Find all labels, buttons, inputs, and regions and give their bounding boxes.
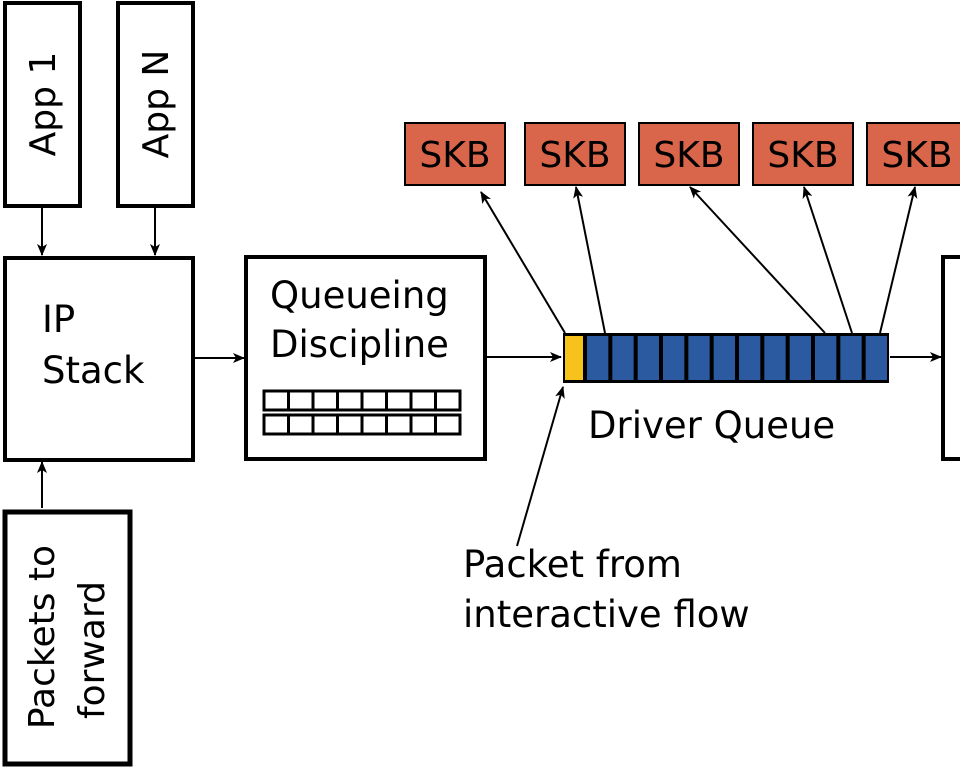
driver-queue [563, 333, 889, 383]
qdisc-cell [434, 389, 462, 412]
driver-queue-slot [587, 336, 609, 380]
qdisc-cell [336, 389, 364, 412]
app-n-box: App N [116, 1, 195, 208]
packets-to-forward-line2: forward [72, 581, 113, 719]
driver-queue-slot [764, 336, 786, 380]
skb-box: SKB [524, 122, 626, 186]
driver-queue-slot [612, 336, 634, 380]
driver-queue-slot [637, 336, 659, 380]
queueing-discipline-box: Queueing Discipline [244, 255, 487, 461]
skb-pointer-arrow [573, 186, 606, 334]
skb-box: SKB [404, 122, 506, 186]
app-1-box: App 1 [3, 1, 82, 208]
ip-stack-label-line2: Stack [42, 349, 145, 392]
nic-box-partial [941, 255, 960, 461]
qdisc-cell [262, 413, 290, 436]
qdisc-cell [336, 413, 364, 436]
qdisc-cell [385, 389, 413, 412]
qdisc-label-line1: Queueing [270, 274, 449, 317]
qdisc-cell [287, 413, 315, 436]
skb-box: SKB [752, 122, 854, 186]
skb-pointer-arrow [689, 186, 826, 334]
skb-label: SKB [653, 135, 724, 176]
annotation-line1: Packet from [463, 543, 682, 586]
skb-pointer-arrow [879, 186, 918, 334]
skb-box: SKB [638, 122, 740, 186]
annotation-line2: interactive flow [463, 593, 750, 636]
skb-label: SKB [881, 135, 952, 176]
skb-pointer-arrow [802, 186, 853, 334]
qdisc-queue-cells [262, 389, 462, 436]
driver-queue-slot [688, 336, 710, 380]
qdisc-cell [360, 389, 388, 412]
skb-label: SKB [539, 135, 610, 176]
qdisc-cell [385, 413, 413, 436]
qdisc-cell [311, 389, 339, 412]
qdisc-cell [360, 413, 388, 436]
skb-boxes: SKB SKB SKB SKB SKB [404, 122, 960, 186]
interactive-packet-slot [565, 336, 583, 380]
skb-pointer-arrow [480, 191, 566, 334]
skb-label: SKB [419, 135, 490, 176]
qdisc-cell [434, 413, 462, 436]
driver-queue-slot [840, 336, 862, 380]
ip-stack-box: IP Stack [3, 256, 195, 462]
skb-box: SKB [866, 122, 960, 186]
driver-queue-label: Driver Queue [588, 404, 835, 447]
skb-label: SKB [767, 135, 838, 176]
qdisc-cell [311, 413, 339, 436]
driver-queue-slot [739, 336, 761, 380]
app-n-label: App N [136, 50, 177, 159]
driver-queue-slot [789, 336, 811, 380]
qdisc-cell [409, 389, 437, 412]
qdisc-cell [262, 389, 290, 412]
packets-to-forward-box: Packets to forward [2, 509, 133, 767]
app-1-label: App 1 [23, 52, 64, 157]
qdisc-label-line2: Discipline [270, 323, 449, 366]
qdisc-cell [409, 413, 437, 436]
ip-stack-label-line1: IP [42, 298, 75, 341]
skb-pointer-arrows [480, 186, 918, 334]
driver-queue-slot [865, 336, 887, 380]
packets-to-forward-line1: Packets to [22, 545, 63, 729]
driver-queue-slot [815, 336, 837, 380]
qdisc-cell [287, 389, 315, 412]
interactive-packet-arrow [516, 386, 565, 547]
driver-queue-slot [713, 336, 735, 380]
driver-queue-slot [663, 336, 685, 380]
